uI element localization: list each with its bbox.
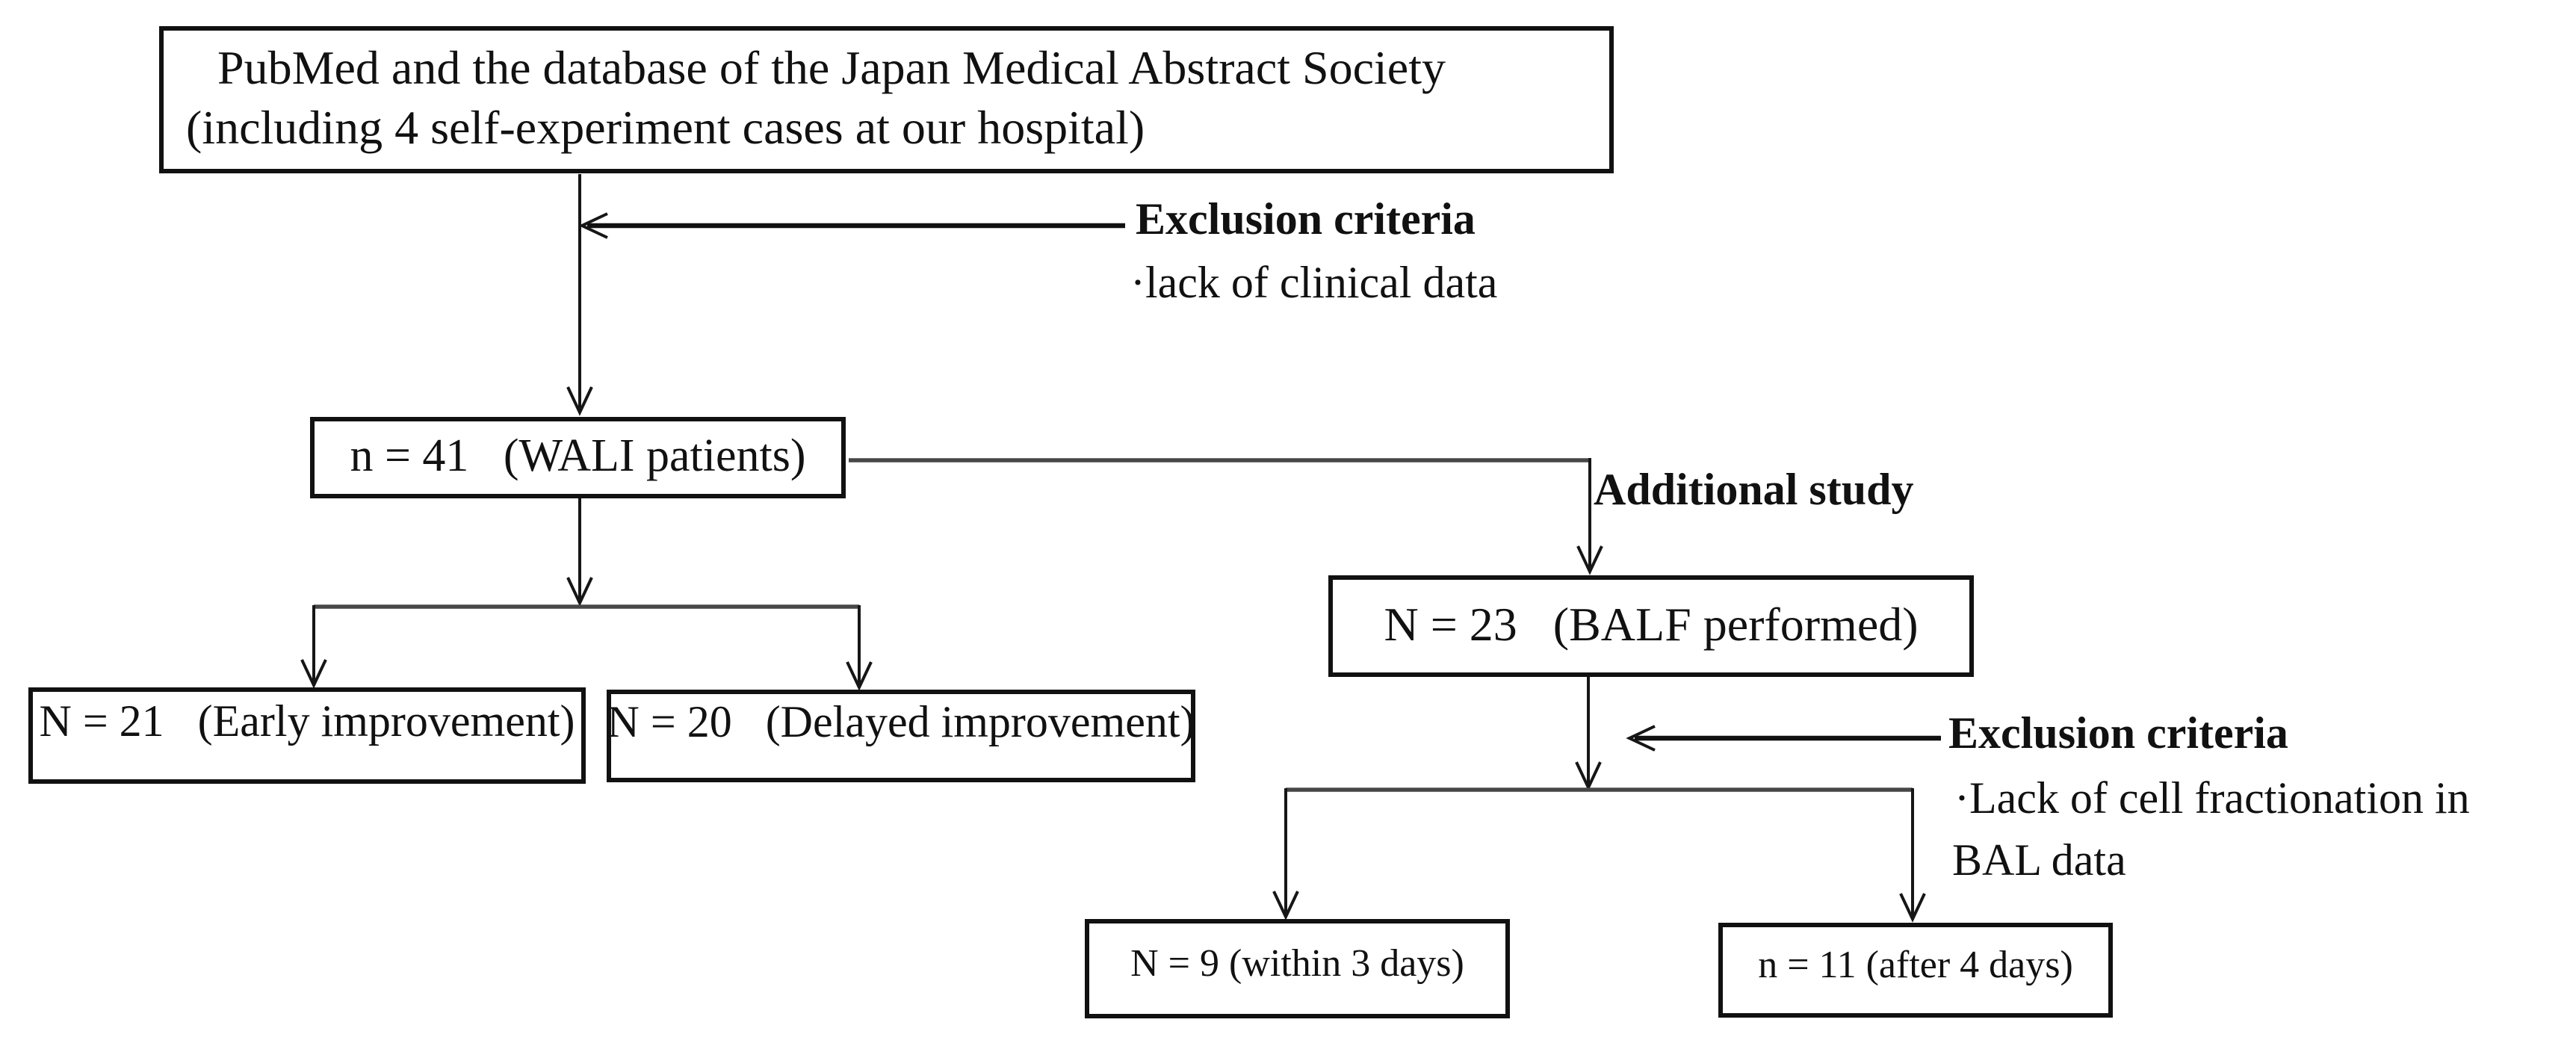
node-balf-label: N = 23 (BALF performed) (1384, 597, 1919, 651)
node-source-line2: (including 4 self-experiment cases at ou… (186, 100, 1145, 154)
node-early-label: N = 21 (Early improvement) (39, 696, 575, 746)
connector-branch-to-after4 (1899, 788, 1926, 923)
arrow-exclusion1 (578, 212, 1125, 239)
node-within3-label: N = 9 (within 3 days) (1130, 941, 1464, 985)
additional-study-label: Additional study (1594, 465, 1914, 514)
node-after4-label: n = 11 (after 4 days) (1758, 943, 2073, 986)
node-within-3-days: N = 9 (within 3 days) (1085, 919, 1510, 1018)
node-after-4-days: n = 11 (after 4 days) (1718, 923, 2113, 1018)
connector-wali-to-balf (849, 458, 1603, 575)
exclusion2-title: Exclusion criteria (1948, 708, 2288, 758)
node-wali-label: n = 41 (WALI patients) (350, 430, 806, 482)
arrow-exclusion2 (1626, 725, 1941, 752)
node-source-database: PubMed and the database of the Japan Med… (159, 26, 1614, 173)
exclusion1-title: Exclusion criteria (1136, 194, 1476, 244)
node-source-line1: PubMed and the database of the Japan Med… (217, 40, 1446, 94)
connector-source-to-wali (566, 174, 593, 416)
node-balf-performed: N = 23 (BALF performed) (1328, 575, 1974, 677)
node-early-improvement: N = 21 (Early improvement) (28, 687, 586, 784)
connector-branch-to-delayed (846, 605, 873, 691)
node-delayed-label: N = 20 (Delayed improvement) (607, 697, 1195, 746)
exclusion1-item: ·lack of clinical data (1130, 258, 1498, 307)
node-wali-patients: n = 41 (WALI patients) (310, 417, 846, 498)
connector-branch-to-within3 (1272, 788, 1299, 920)
node-delayed-improvement: N = 20 (Delayed improvement) (607, 690, 1195, 782)
connector-balf-branch-stem (1575, 677, 1602, 791)
connector-branch-to-early (300, 605, 327, 689)
exclusion2-item-line2: BAL data (1952, 835, 2126, 885)
exclusion2-item-line1: ·Lack of cell fractionation in (1954, 773, 2470, 823)
connector-wali-branch-stem (566, 498, 593, 607)
